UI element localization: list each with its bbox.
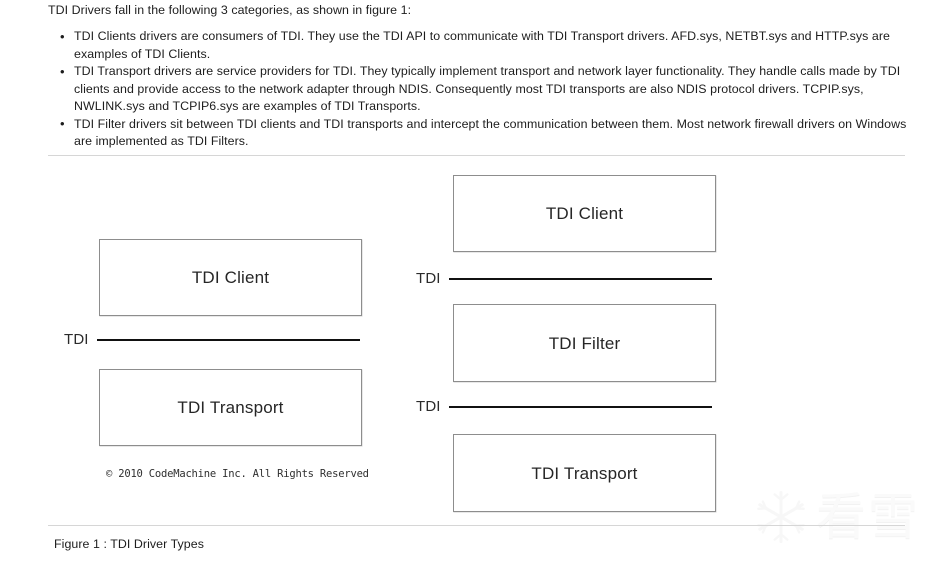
box-label: TDI Transport: [177, 398, 284, 417]
diagram-box-right-tdi-filter: TDI Filter: [453, 304, 716, 382]
list-item: TDI Transport drivers are service provid…: [60, 63, 908, 116]
interface-marker-right-tdi-bottom: TDI: [416, 399, 712, 414]
interface-label: TDI: [416, 398, 441, 415]
category-bullet-list: TDI Clients drivers are consumers of TDI…: [48, 28, 908, 151]
diagram-box-right-tdi-client: TDI Client: [453, 175, 716, 252]
interface-line: [448, 277, 712, 280]
list-item: TDI Clients drivers are consumers of TDI…: [60, 28, 908, 63]
diagram-box-left-tdi-transport: TDI Transport: [99, 369, 362, 446]
box-label: TDI Client: [545, 204, 624, 223]
divider-above-figure: [48, 155, 905, 156]
list-item: TDI Filter drivers sit between TDI clien…: [60, 115, 908, 151]
interface-marker-right-tdi-top: TDI: [416, 271, 712, 286]
box-label: TDI Filter: [548, 333, 621, 353]
copyright-notice: © 2010 CodeMachine Inc. All Rights Reser…: [106, 468, 369, 480]
article-text-block: TDI Drivers fall in the following 3 cate…: [48, 2, 908, 151]
intro-paragraph: TDI Drivers fall in the following 3 cate…: [48, 3, 412, 17]
interface-label: TDI: [64, 331, 89, 348]
diagram-box-right-tdi-transport: TDI Transport: [453, 434, 716, 512]
interface-line: [96, 338, 360, 341]
interface-label: TDI: [416, 270, 441, 287]
figure-caption: Figure 1 : TDI Driver Types: [54, 537, 204, 551]
diagram-box-left-tdi-client: TDI Client: [99, 239, 362, 316]
box-label: TDI Client: [191, 268, 270, 287]
divider-below-figure: [48, 525, 905, 526]
interface-line: [448, 405, 712, 408]
interface-marker-left-tdi: TDI: [64, 332, 360, 347]
box-label: TDI Transport: [531, 463, 638, 483]
